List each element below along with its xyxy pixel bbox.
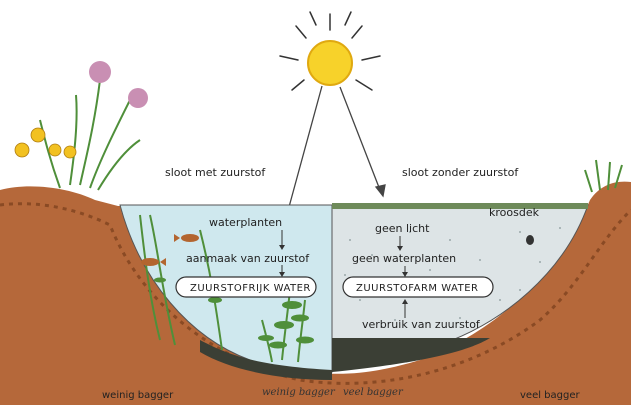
label-duckweed: kroosdek xyxy=(489,206,540,219)
label-waterplants: waterplanten xyxy=(209,216,282,229)
label-no-light: geen licht xyxy=(375,222,430,235)
label-oxygen-production: aanmaak van zuurstof xyxy=(186,252,310,265)
label-little-silt-inner: weinig bagger xyxy=(262,387,336,398)
bank-grass xyxy=(40,80,140,190)
sunlight-arrows xyxy=(282,86,385,222)
sun-icon xyxy=(280,12,380,90)
box-oxygen-poor-label: ZUURSTOFARM WATER xyxy=(356,283,478,294)
heading-right: sloot zonder zuurstof xyxy=(402,166,519,179)
heading-left: sloot met zuurstof xyxy=(165,166,266,179)
label-much-silt-outer: veel bagger xyxy=(520,390,581,401)
duckweed-layer xyxy=(332,203,588,209)
water-beetle-icon xyxy=(526,235,534,245)
label-no-waterplants: geen waterplanten xyxy=(352,252,456,265)
label-oxygen-consumption: verbruik van zuurstof xyxy=(362,318,481,331)
box-oxygen-rich-label: ZUURSTOFRIJK WATER xyxy=(190,283,311,294)
label-much-silt-inner: veel bagger xyxy=(343,387,404,398)
label-little-silt-outer: weinig bagger xyxy=(102,390,174,401)
